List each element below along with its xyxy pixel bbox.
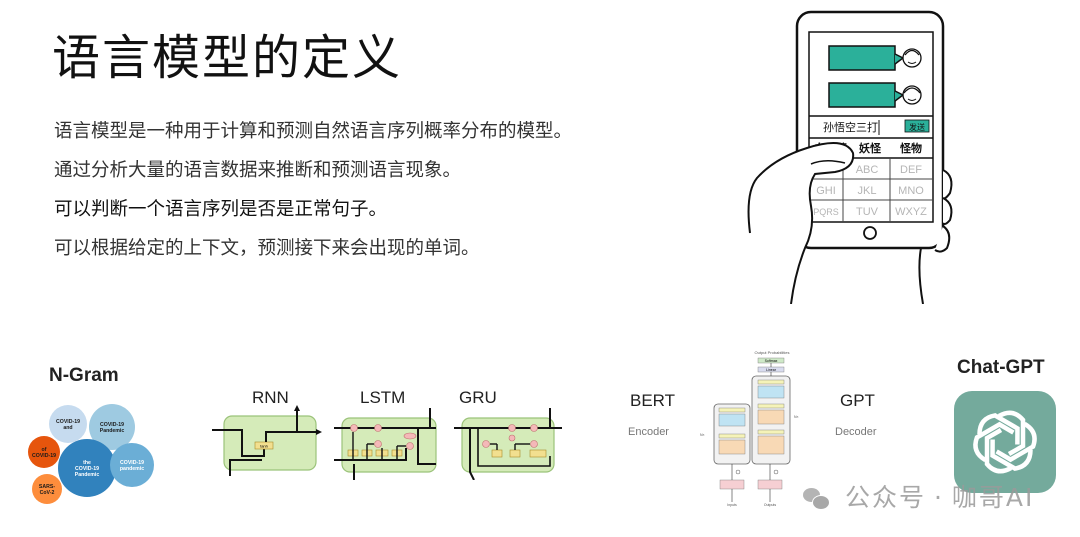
chat-bubble	[828, 82, 896, 108]
gru-label: GRU	[459, 388, 497, 407]
gpt-label: GPT	[840, 391, 875, 410]
bert-sublabel: Encoder	[628, 426, 669, 438]
svg-text:Softmax: Softmax	[765, 359, 778, 363]
avatar-icon	[902, 48, 922, 68]
phone-hand-illustration: 孙悟空三打 发送 白骨精 妖怪 怪物 ABC DEF GHI JKL MNO P…	[747, 10, 953, 304]
tanh-gate	[254, 441, 274, 450]
ngram-bubble-label: Pandemic	[100, 428, 125, 434]
key-label: PQRS	[813, 207, 839, 217]
watermark-left: 公众号	[844, 483, 926, 512]
ngram-bubble-label: Pandemic	[75, 472, 100, 478]
ngram-bubble-label: COVID-19	[120, 460, 144, 466]
input-embedding-block	[719, 479, 745, 490]
lstm-cell-diagram	[334, 408, 437, 480]
rnn-label: RNN	[252, 388, 289, 407]
rnn-cell-diagram: tanh	[212, 405, 322, 476]
ngram-bubble-label: COVID-19	[56, 419, 80, 425]
ngram-bubble	[28, 436, 60, 468]
definition-item: 可以根据给定的上下文，预测接下来会出现的单词。	[54, 238, 480, 259]
key-label: ABC	[856, 164, 879, 176]
chatgpt-label: Chat-GPT	[957, 357, 1045, 378]
key-label: MNO	[898, 185, 924, 197]
svg-text:N×: N×	[794, 415, 799, 419]
definition-list: 语言模型是一种用于计算和预测自然语言序列概率分布的模型。 通过分析大量的语言数据…	[54, 112, 572, 268]
ngram-bubble	[32, 474, 62, 504]
svg-text:Linear: Linear	[766, 368, 777, 372]
home-button	[863, 226, 877, 240]
svg-text:Output Probabilities: Output Probabilities	[755, 350, 790, 355]
ngram-bubble-label: and	[63, 425, 72, 431]
transformer-architecture-diagram: Output Probabilities Softmax Linear N× N…	[700, 350, 799, 507]
candidate-word: 妖怪	[859, 141, 882, 155]
key-label: GHI	[816, 185, 836, 197]
key-label: DEF	[900, 164, 922, 176]
key-label: TUV	[856, 206, 879, 218]
page-title: 语言模型的定义	[52, 30, 403, 86]
avatar-icon	[902, 85, 922, 105]
ngram-bubble-label: COVID-19	[100, 422, 124, 428]
ngram-bubble-label: the	[83, 460, 91, 466]
ngram-bubble	[49, 405, 87, 443]
chat-bubble	[828, 45, 896, 71]
chatgpt-logo-icon	[954, 391, 1056, 493]
wechat-icon	[803, 488, 830, 510]
watermark-right: 咖哥AI	[951, 483, 1035, 512]
svg-text:tanh: tanh	[260, 444, 268, 449]
gpt-sublabel: Decoder	[835, 426, 877, 438]
phone-input-text: 孙悟空三打	[823, 120, 878, 134]
ngram-bubble-label: CoV-2	[40, 490, 55, 496]
ngram-bubble-label: SARS-	[39, 484, 55, 490]
key-label: WXYZ	[895, 206, 927, 218]
definition-item: 通过分析大量的语言数据来推断和预测语言现象。	[54, 160, 462, 181]
ngram-bubble	[110, 443, 154, 487]
ngram-bubble-label: COVID-19	[32, 453, 56, 459]
gru-cell-diagram	[454, 408, 562, 480]
phone-send-button	[904, 119, 930, 133]
definition-item: 语言模型是一种用于计算和预测自然语言序列概率分布的模型。	[54, 121, 573, 142]
output-embedding-block	[757, 479, 783, 490]
definition-item: 可以判断一个语言序列是否是正常句子。	[54, 199, 388, 220]
ngram-bubble	[89, 404, 135, 450]
ngram-bubble-label: COVID-19	[75, 466, 99, 472]
bert-label: BERT	[630, 391, 676, 410]
svg-text:Inputs: Inputs	[727, 503, 737, 507]
ngram-bubble-label: pandemic	[120, 466, 144, 472]
ngram-bubble-label: of	[42, 447, 47, 453]
hand-thumb	[747, 142, 855, 304]
lstm-label: LSTM	[360, 388, 406, 407]
phone-send-label: 发送	[909, 122, 925, 132]
ngram-bubble	[58, 439, 116, 497]
svg-text:Outputs: Outputs	[764, 503, 777, 507]
svg-text:N×: N×	[700, 433, 705, 437]
candidate-word: 怪物	[900, 141, 922, 155]
key-label: JKL	[858, 185, 877, 197]
watermark: 公众号·咖哥AI	[803, 478, 1034, 514]
ngram-label: N-Gram	[49, 365, 119, 386]
watermark-separator: ·	[933, 483, 944, 512]
